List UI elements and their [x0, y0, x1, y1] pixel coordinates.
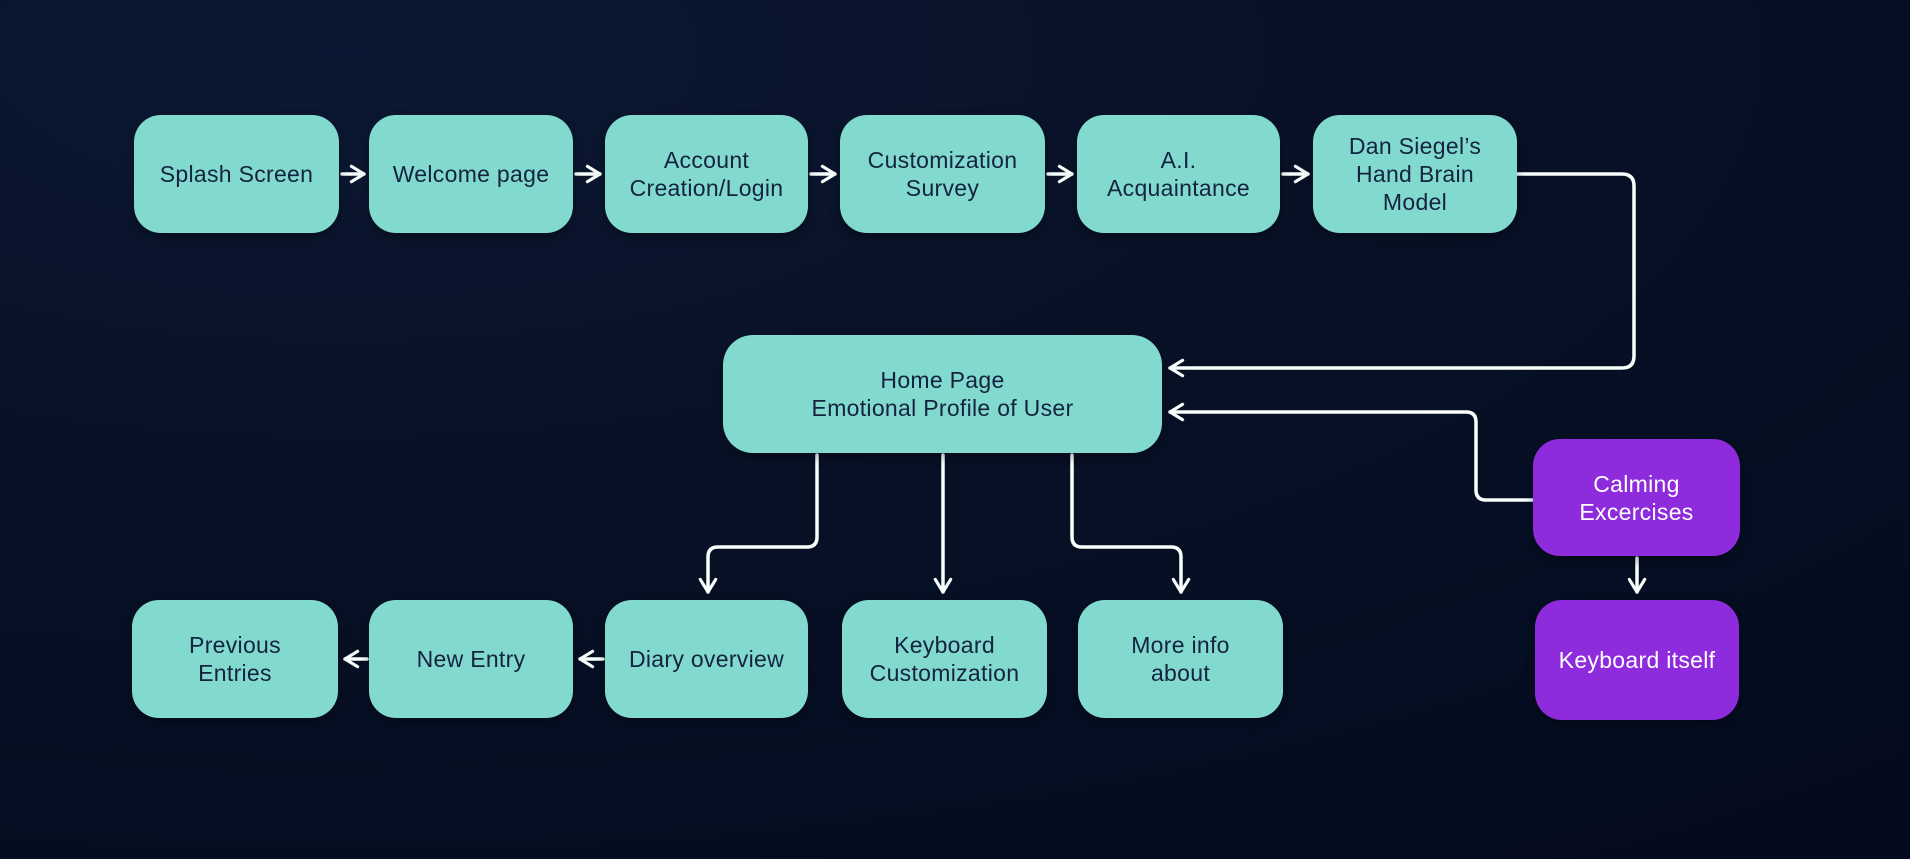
- edge-home-to-diary: [698, 453, 819, 594]
- node-splash-screen[interactable]: Splash Screen: [134, 115, 339, 233]
- node-keyboard-customization[interactable]: Keyboard Customization: [842, 600, 1047, 718]
- node-welcome-page[interactable]: Welcome page: [369, 115, 573, 233]
- node-account-creation-login[interactable]: Account Creation/Login: [605, 115, 808, 233]
- node-ai-acquaintance[interactable]: A.I. Acquaintance: [1077, 115, 1280, 233]
- node-new-entry[interactable]: New Entry: [369, 600, 573, 718]
- node-customization-survey[interactable]: Customization Survey: [840, 115, 1045, 233]
- node-keyboard-itself[interactable]: Keyboard itself: [1535, 600, 1739, 720]
- node-diary-overview[interactable]: Diary overview: [605, 600, 808, 718]
- node-home-page[interactable]: Home Page Emotional Profile of User: [723, 335, 1162, 453]
- edge-calming-to-home: [1168, 402, 1535, 502]
- node-more-info-about[interactable]: More info about: [1078, 600, 1283, 718]
- edge-dan-siegel-to-home: [1168, 172, 1636, 378]
- edge-home-to-more-info: [1070, 453, 1191, 594]
- node-previous-entries[interactable]: Previous Entries: [132, 600, 338, 718]
- node-dan-siegel-hand-brain-model[interactable]: Dan Siegel’s Hand Brain Model: [1313, 115, 1517, 233]
- node-calming-exercises[interactable]: Calming Excercises: [1533, 439, 1740, 556]
